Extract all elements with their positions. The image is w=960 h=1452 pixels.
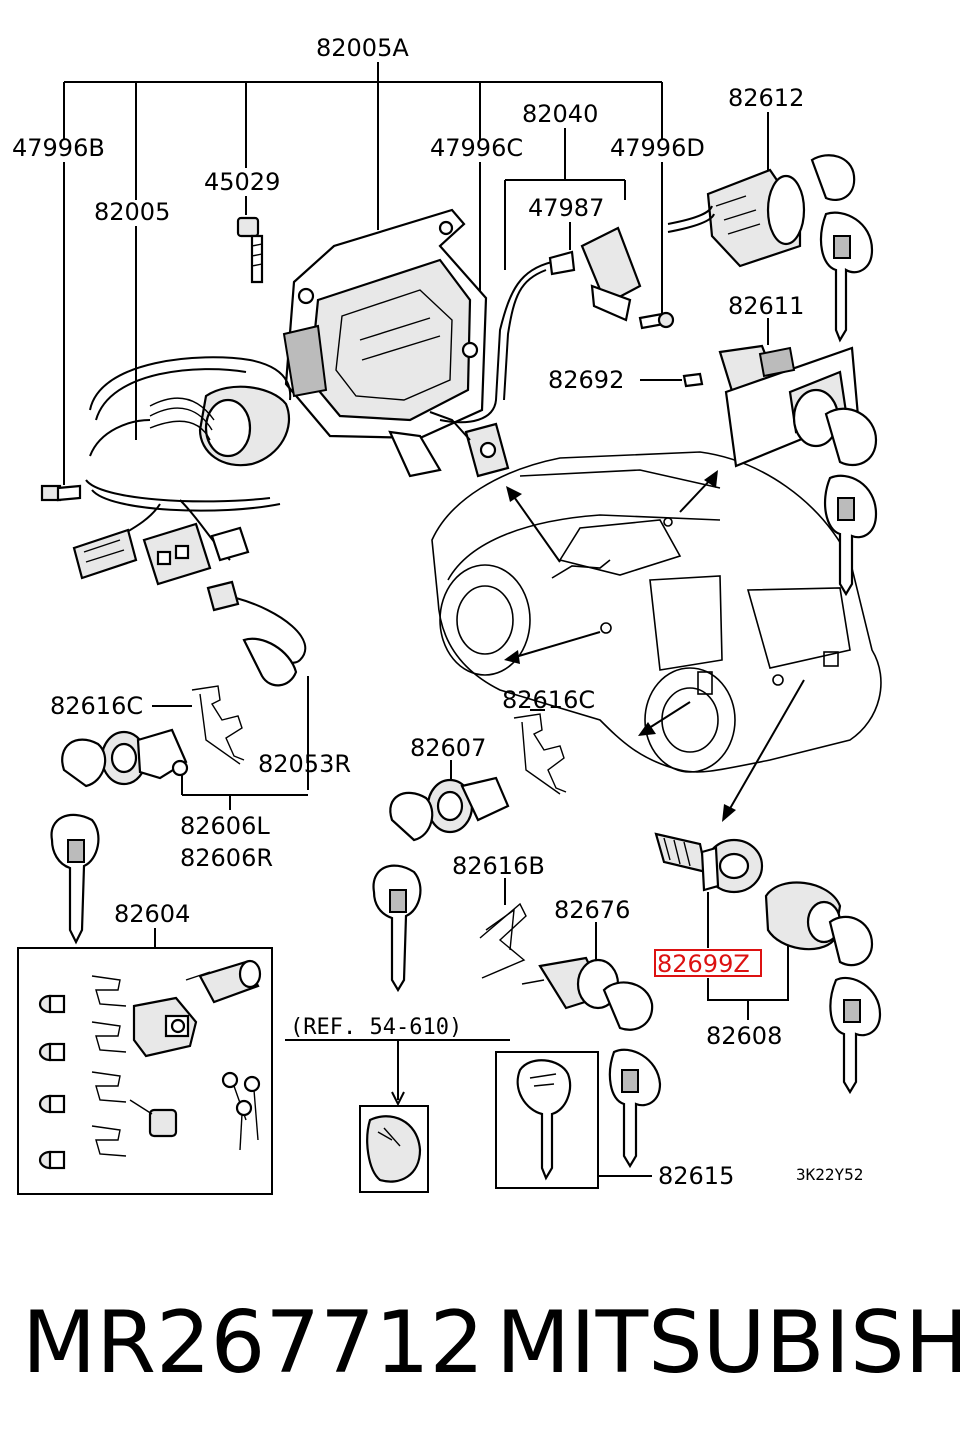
leader-lines xyxy=(63,62,789,1177)
wiring-harness-82005 xyxy=(85,356,292,561)
connector-mid xyxy=(142,522,250,586)
label-47996C: 47996C xyxy=(430,134,523,162)
kit-pin-caps xyxy=(38,994,66,1170)
clip-82616C-mid xyxy=(513,713,567,795)
door-lock-cylinder-82606 xyxy=(100,728,189,786)
label-82608: 82608 xyxy=(706,1022,782,1050)
ignition-cylinder-82612 xyxy=(667,168,806,268)
key-82676 xyxy=(602,981,662,1169)
door-key-left xyxy=(50,738,107,945)
label-82699Z: 82699Z xyxy=(657,950,750,978)
label-82612: 82612 xyxy=(728,84,804,112)
ignition-key-82612 xyxy=(810,154,874,343)
label-82616C-left: 82616C xyxy=(50,692,143,720)
brand-name: MITSUBISHI xyxy=(496,1293,960,1393)
bolt-45029 xyxy=(236,216,264,284)
label-47996D: 47996D xyxy=(610,134,705,162)
vehicle-outline xyxy=(431,451,882,773)
label-82040: 82040 xyxy=(522,100,598,128)
location-arrows xyxy=(504,470,805,822)
label-82604: 82604 xyxy=(114,900,190,928)
highlight-box-82699Z xyxy=(654,949,762,977)
clip-82616C-left xyxy=(191,685,245,765)
label-82616B: 82616B xyxy=(452,852,545,880)
label-diagram-code: 3K22Y52 xyxy=(796,1165,863,1184)
key-82608 xyxy=(828,915,882,1095)
kit-keys xyxy=(221,1071,261,1151)
parts-diagram: 82005A 47996B 82005 45029 47996C 82040 4… xyxy=(12,34,882,1195)
cylinder-82607 xyxy=(426,776,510,834)
label-82616C-mid: 82616C xyxy=(502,686,595,714)
door-key-82611 xyxy=(823,407,878,597)
kit-box-82604 xyxy=(17,947,273,1195)
label-82606R: 82606R xyxy=(180,844,273,872)
kit-cylinder-small xyxy=(129,1099,178,1138)
label-82692: 82692 xyxy=(548,366,624,394)
label-82676: 82676 xyxy=(554,896,630,924)
cylinder-82676 xyxy=(521,956,620,1010)
ref-box xyxy=(359,1105,429,1193)
label-82606L: 82606L xyxy=(180,812,270,840)
steering-lock-bracket xyxy=(282,208,488,478)
label-82005: 82005 xyxy=(94,198,170,226)
callout-labels: 82005A 47996B 82005 45029 47996C 82040 4… xyxy=(12,34,863,1190)
label-ref: (REF. 54-610) xyxy=(290,1015,462,1040)
clip-82616B xyxy=(479,902,527,979)
label-47996B: 47996B xyxy=(12,134,105,162)
label-82615: 82615 xyxy=(658,1162,734,1190)
connector-large xyxy=(72,528,138,580)
sensor-47996C xyxy=(429,411,510,478)
lock-bolt-82699Z xyxy=(654,832,764,894)
label-82611: 82611 xyxy=(728,292,804,320)
connector-small-82053R xyxy=(206,580,307,687)
label-82005A: 82005A xyxy=(316,34,409,62)
kit-cylinder-housing xyxy=(132,996,198,1058)
label-82607: 82607 xyxy=(410,734,486,762)
kit-cylinder-top xyxy=(185,959,262,1004)
cylinder-82608 xyxy=(764,881,842,951)
screw-47996D xyxy=(638,311,675,330)
label-47987: 47987 xyxy=(528,194,604,222)
bolt-47996B xyxy=(40,484,82,502)
key-box-82615 xyxy=(495,1051,599,1189)
screw-82692 xyxy=(682,372,704,388)
key-82607 xyxy=(372,791,434,993)
label-45029: 45029 xyxy=(204,168,280,196)
part-number: MR267712 xyxy=(22,1293,485,1393)
label-82053R: 82053R xyxy=(258,750,351,778)
kit-clips xyxy=(91,975,127,1157)
switch-82040 xyxy=(439,226,642,424)
